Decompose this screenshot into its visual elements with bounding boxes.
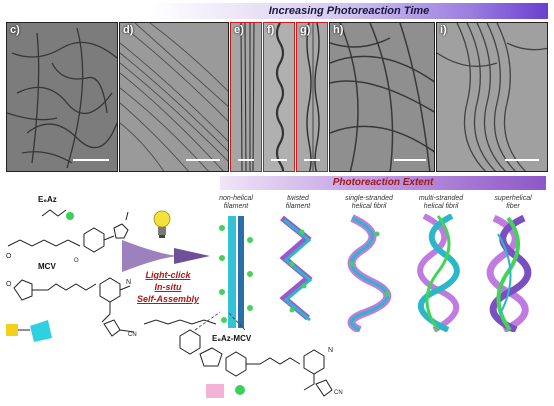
svg-text:N: N (328, 347, 333, 354)
tem-panel-c: c) (6, 22, 118, 172)
azide-label: E₆Az (38, 195, 57, 204)
scale-bar (505, 159, 539, 161)
stage-label-non-helical: non-helical filament (219, 195, 253, 210)
stage-label-superhelical: superhelical fiber (494, 195, 532, 210)
panel-label: e) (234, 24, 244, 36)
conjugate-label: E₆Az-MCV (212, 334, 252, 343)
svg-text:CN: CN (334, 390, 343, 396)
tem-panel-d: d) (119, 22, 229, 172)
non-helical-filament-model (219, 216, 253, 328)
svg-text:CN: CN (128, 332, 137, 338)
process-label-line-2: In-situ (154, 282, 182, 292)
panel-label: i) (440, 24, 447, 36)
merge-arrow (122, 240, 210, 272)
tem-panel-h: h) (329, 22, 435, 172)
tem-panel-g: g) (296, 22, 328, 172)
scale-bar (394, 159, 426, 161)
twisted-filament-model (279, 215, 313, 322)
tem-panel-e: e) (230, 22, 262, 172)
extent-label: Photoreaction Extent (332, 177, 434, 188)
scale-bar (73, 159, 109, 161)
process-label: Light-click In-situ Self-Assembly (128, 269, 208, 305)
process-label-line-1: Light-click (145, 270, 191, 280)
panel-label: d) (123, 24, 134, 36)
banner-title: Increasing Photoreaction Time (268, 5, 430, 17)
multi-stranded-helix-model (417, 214, 460, 332)
photoreaction-extent-arrow (220, 176, 546, 190)
stage-label-single-stranded: single-stranded helical fibril (345, 195, 393, 210)
panel-label: f) (267, 24, 275, 36)
process-label-line-3: Self-Assembly (136, 294, 200, 304)
panel-label: h) (333, 24, 344, 36)
light-bulb-icon (153, 210, 171, 238)
tem-panel-i: i) (436, 22, 548, 172)
single-stranded-helix-model (347, 214, 392, 332)
conjugate-structure: N CN (143, 319, 343, 398)
svg-text:O: O (74, 258, 79, 264)
superhelical-fiber-model (486, 214, 532, 332)
assembly-stages-illustration (219, 214, 532, 332)
dye-label: MCV (38, 262, 56, 271)
photoreaction-time-arrow (150, 3, 548, 19)
panel-label: c) (10, 24, 20, 36)
dye-structure: O N CN (6, 277, 137, 342)
scale-bar (186, 159, 220, 161)
stage-label-twisted: twisted filament (285, 195, 311, 210)
scale-bar (238, 159, 254, 161)
azide-structure: O O (6, 209, 129, 264)
svg-text:O: O (6, 253, 12, 260)
scale-bar (271, 159, 287, 161)
stage-label-multi-stranded: multi-stranded helical fibril (418, 195, 464, 210)
scale-bar (304, 159, 320, 161)
svg-text:N: N (126, 279, 131, 286)
panel-label: g) (300, 24, 311, 36)
tem-panel-f: f) (263, 22, 295, 172)
svg-text:O: O (6, 281, 12, 288)
